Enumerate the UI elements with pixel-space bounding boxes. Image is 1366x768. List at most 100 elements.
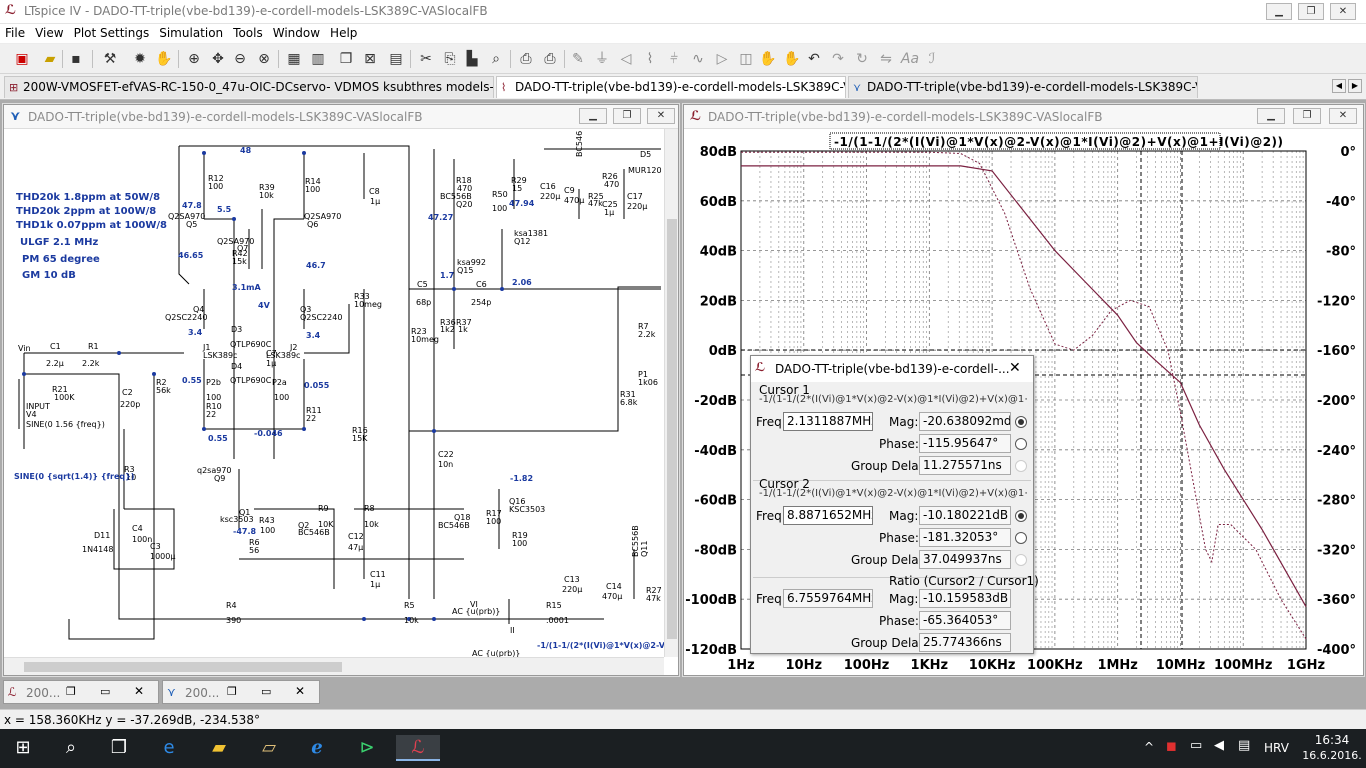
tile-icon[interactable]: ▦ [287, 51, 301, 67]
close-windows-icon[interactable]: ⊠ [364, 51, 376, 67]
run-icon[interactable]: ✹ [134, 51, 146, 67]
find-icon[interactable]: ⌕ [492, 51, 500, 67]
halt-icon[interactable]: ✋ [155, 51, 173, 67]
cut-icon[interactable]: ✂ [420, 51, 432, 67]
cursor2-mag-radio[interactable] [1015, 510, 1027, 522]
tab-scroll-left-button[interactable]: ◀ [1332, 79, 1346, 93]
app-restore-button[interactable]: ❐ [1298, 3, 1324, 20]
ground-icon[interactable]: ⏚ [595, 51, 609, 67]
cursor1-phase-radio[interactable] [1015, 438, 1027, 450]
task-view-icon[interactable]: ❐ [110, 737, 128, 758]
cascade-icon[interactable]: ❐ [339, 51, 353, 67]
maximize-icon[interactable]: ▭ [261, 685, 272, 698]
tab-document-2[interactable]: ⌇DADO-TT-triple(vbe-bd139)-e-cordell-mod… [496, 76, 846, 98]
network-icon[interactable]: ▭ [1190, 738, 1203, 753]
schematic-canvas[interactable]: THD20k 1.8ppm at 50W/8 THD20k 2ppm at 10… [4, 129, 664, 657]
trace-expression-label[interactable]: -1/(1-1/(2*(I(Vi)@1*V(x)@2-V(x)@1*I(Vi)@… [834, 135, 1284, 149]
search-icon[interactable]: ⌕ [65, 737, 77, 758]
folder-icon[interactable]: ▱ [262, 737, 276, 758]
clock-date[interactable]: 16.6.2016. [1302, 749, 1362, 762]
spice-directive-icon[interactable]: ℐ [928, 51, 936, 67]
schematic-close-button[interactable]: ✕ [647, 108, 675, 124]
tab-scroll-right-button[interactable]: ▶ [1348, 79, 1362, 93]
menu-window[interactable]: Window [272, 26, 321, 40]
inductor-icon[interactable]: ∿ [692, 51, 704, 67]
pan-icon[interactable]: ✥ [212, 51, 224, 67]
wire-icon[interactable]: ✎ [572, 51, 584, 67]
volume-icon[interactable]: ◀ [1214, 738, 1224, 753]
zoom-in-icon[interactable]: ⊕ [188, 51, 200, 67]
cursor1-gd-radio[interactable] [1015, 460, 1027, 472]
tab-document-1[interactable]: ⊞200W-VMOSFET-efVAS-RC-150-0_47u-OIC-DCs… [4, 76, 494, 98]
copy-icon[interactable]: ⎘ [444, 51, 456, 67]
clock-time[interactable]: 16:34 [1314, 733, 1350, 747]
cursor-dialog-close-button[interactable]: ✕ [1009, 360, 1021, 376]
print-setup-icon[interactable]: ⎙ [520, 51, 532, 67]
cursor1-mag-radio[interactable] [1015, 416, 1027, 428]
menu-tools[interactable]: Tools [233, 26, 263, 40]
tray-chevron-icon[interactable]: ^ [1144, 740, 1155, 754]
menu-simulation[interactable]: Simulation [159, 26, 224, 40]
move-icon[interactable]: ✋ [759, 51, 777, 67]
minimized-window-2[interactable]: ⋎ 200... ❐ ▭ ✕ [162, 680, 320, 704]
internet-explorer-icon[interactable]: ℯ [311, 737, 323, 758]
schematic-restore-button[interactable]: ❐ [613, 108, 641, 124]
windows-start-icon[interactable]: ⊞ [15, 737, 31, 758]
app-minimize-button[interactable]: ▁ [1266, 3, 1292, 20]
waveform-restore-button[interactable]: ❐ [1293, 108, 1321, 124]
drag-icon[interactable]: ✋ [783, 51, 801, 67]
redo-icon[interactable]: ↷ [832, 51, 844, 67]
new-schematic-icon[interactable]: ▣ [15, 51, 29, 67]
tray-app-icon[interactable]: ◼ [1166, 739, 1177, 754]
schematic-vertical-scrollbar[interactable] [664, 129, 678, 657]
svg-text:ksc3503: ksc3503 [220, 515, 254, 524]
capacitor-icon[interactable]: ⫩ [669, 51, 679, 67]
app-close-button[interactable]: ✕ [1330, 3, 1356, 20]
undo-icon[interactable]: ↶ [808, 51, 820, 67]
tile-vertical-icon[interactable]: ▥ [311, 51, 325, 67]
cursor1-freq-field[interactable]: 2.1311887MHz [783, 412, 873, 431]
menu-file[interactable]: File [5, 26, 26, 40]
restore-icon[interactable]: ❐ [227, 685, 237, 698]
paste-icon[interactable]: ▙ [466, 51, 478, 67]
menu-help[interactable]: Help [330, 26, 358, 40]
file-explorer-icon[interactable]: ▰ [212, 737, 226, 758]
close-icon[interactable]: ✕ [134, 684, 145, 698]
label-net-icon[interactable]: ◁ [620, 51, 632, 67]
cursor2-freq-field[interactable]: 8.8871652MHz [783, 506, 873, 525]
waveform-close-button[interactable]: ✕ [1329, 108, 1357, 124]
schematic-minimize-button[interactable]: ▁ [579, 108, 607, 124]
schematic-vscroll-thumb[interactable] [667, 219, 677, 639]
tab-document-3[interactable]: ⋎DADO-TT-triple(vbe-bd139)-e-cordell-mod… [848, 76, 1198, 98]
control-panel-icon[interactable]: ⚒ [103, 51, 117, 67]
component-icon[interactable]: ◫ [739, 51, 753, 67]
waveform-minimize-button[interactable]: ▁ [1257, 108, 1285, 124]
mirror-icon[interactable]: ⇋ [880, 51, 892, 67]
svg-text:Q3: Q3 [300, 305, 311, 314]
text-icon[interactable]: Aa [900, 51, 920, 67]
maximize-icon[interactable]: ▭ [100, 685, 111, 698]
grid-icon[interactable]: ▤ [389, 51, 403, 67]
menu-plot-settings[interactable]: Plot Settings [73, 26, 150, 40]
schematic-horizontal-scrollbar[interactable] [4, 657, 664, 675]
menu-view[interactable]: View [35, 26, 64, 40]
rotate-icon[interactable]: ↻ [856, 51, 868, 67]
cursor2-phase-radio[interactable] [1015, 532, 1027, 544]
zoom-fit-icon[interactable]: ⊗ [258, 51, 270, 67]
save-icon[interactable]: ▪ [71, 51, 81, 67]
ltspice-taskbar-icon[interactable]: ℒ [396, 735, 440, 761]
restore-icon[interactable]: ❐ [66, 685, 76, 698]
close-icon[interactable]: ✕ [295, 684, 306, 698]
minimized-window-1[interactable]: ℒ 200... ❐ ▭ ✕ [3, 680, 159, 704]
resistor-icon[interactable]: ⌇ [646, 51, 654, 67]
language-indicator[interactable]: HRV [1264, 741, 1289, 755]
print-icon[interactable]: ⎙ [544, 51, 556, 67]
diode-icon[interactable]: ▷ [716, 51, 728, 67]
ltspice-sched-icon[interactable]: ⊳ [359, 737, 375, 758]
zoom-out-icon[interactable]: ⊖ [234, 51, 246, 67]
cursor2-gd-radio[interactable] [1015, 554, 1027, 566]
schematic-hscroll-thumb[interactable] [24, 662, 342, 672]
edge-browser-icon[interactable]: e [163, 737, 175, 758]
notifications-icon[interactable]: ▤ [1238, 738, 1251, 753]
open-folder-icon[interactable]: ▰ [44, 51, 56, 67]
